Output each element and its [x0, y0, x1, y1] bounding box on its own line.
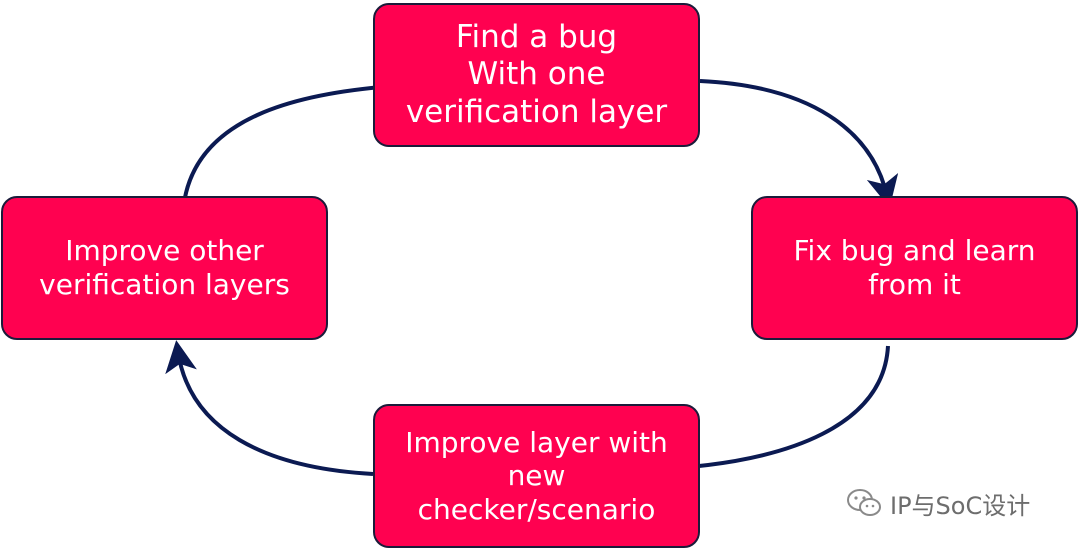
node-text-line: checker/scenario	[417, 492, 656, 526]
node-text-line: With one	[467, 56, 606, 93]
node-improve-layer: Improve layer with new checker/scenario	[373, 404, 700, 548]
node-text-line: verification layers	[39, 268, 290, 301]
arrow-top-to-right	[699, 79, 899, 208]
node-text-line: from it	[868, 268, 961, 301]
node-text-line: Improve other	[65, 234, 264, 268]
node-text-line: new	[507, 459, 566, 493]
node-text-line: Improve layer with	[405, 425, 668, 459]
arrow-bottom-to-left	[165, 340, 374, 476]
node-fix-bug: Fix bug and learn from it	[751, 196, 1078, 340]
watermark-text: IP与SoC设计	[890, 491, 1031, 520]
node-find-bug: Find a bug With one verification layer	[373, 3, 700, 147]
wechat-icon	[846, 488, 882, 518]
watermark: IP与SoC设计	[846, 486, 1030, 520]
node-text-line: Fix bug and learn	[793, 234, 1036, 268]
node-text-line: verification layer	[405, 93, 668, 130]
node-improve-other-layers: Improve other verification layers	[1, 196, 328, 340]
node-text-line: Find a bug	[455, 19, 618, 56]
